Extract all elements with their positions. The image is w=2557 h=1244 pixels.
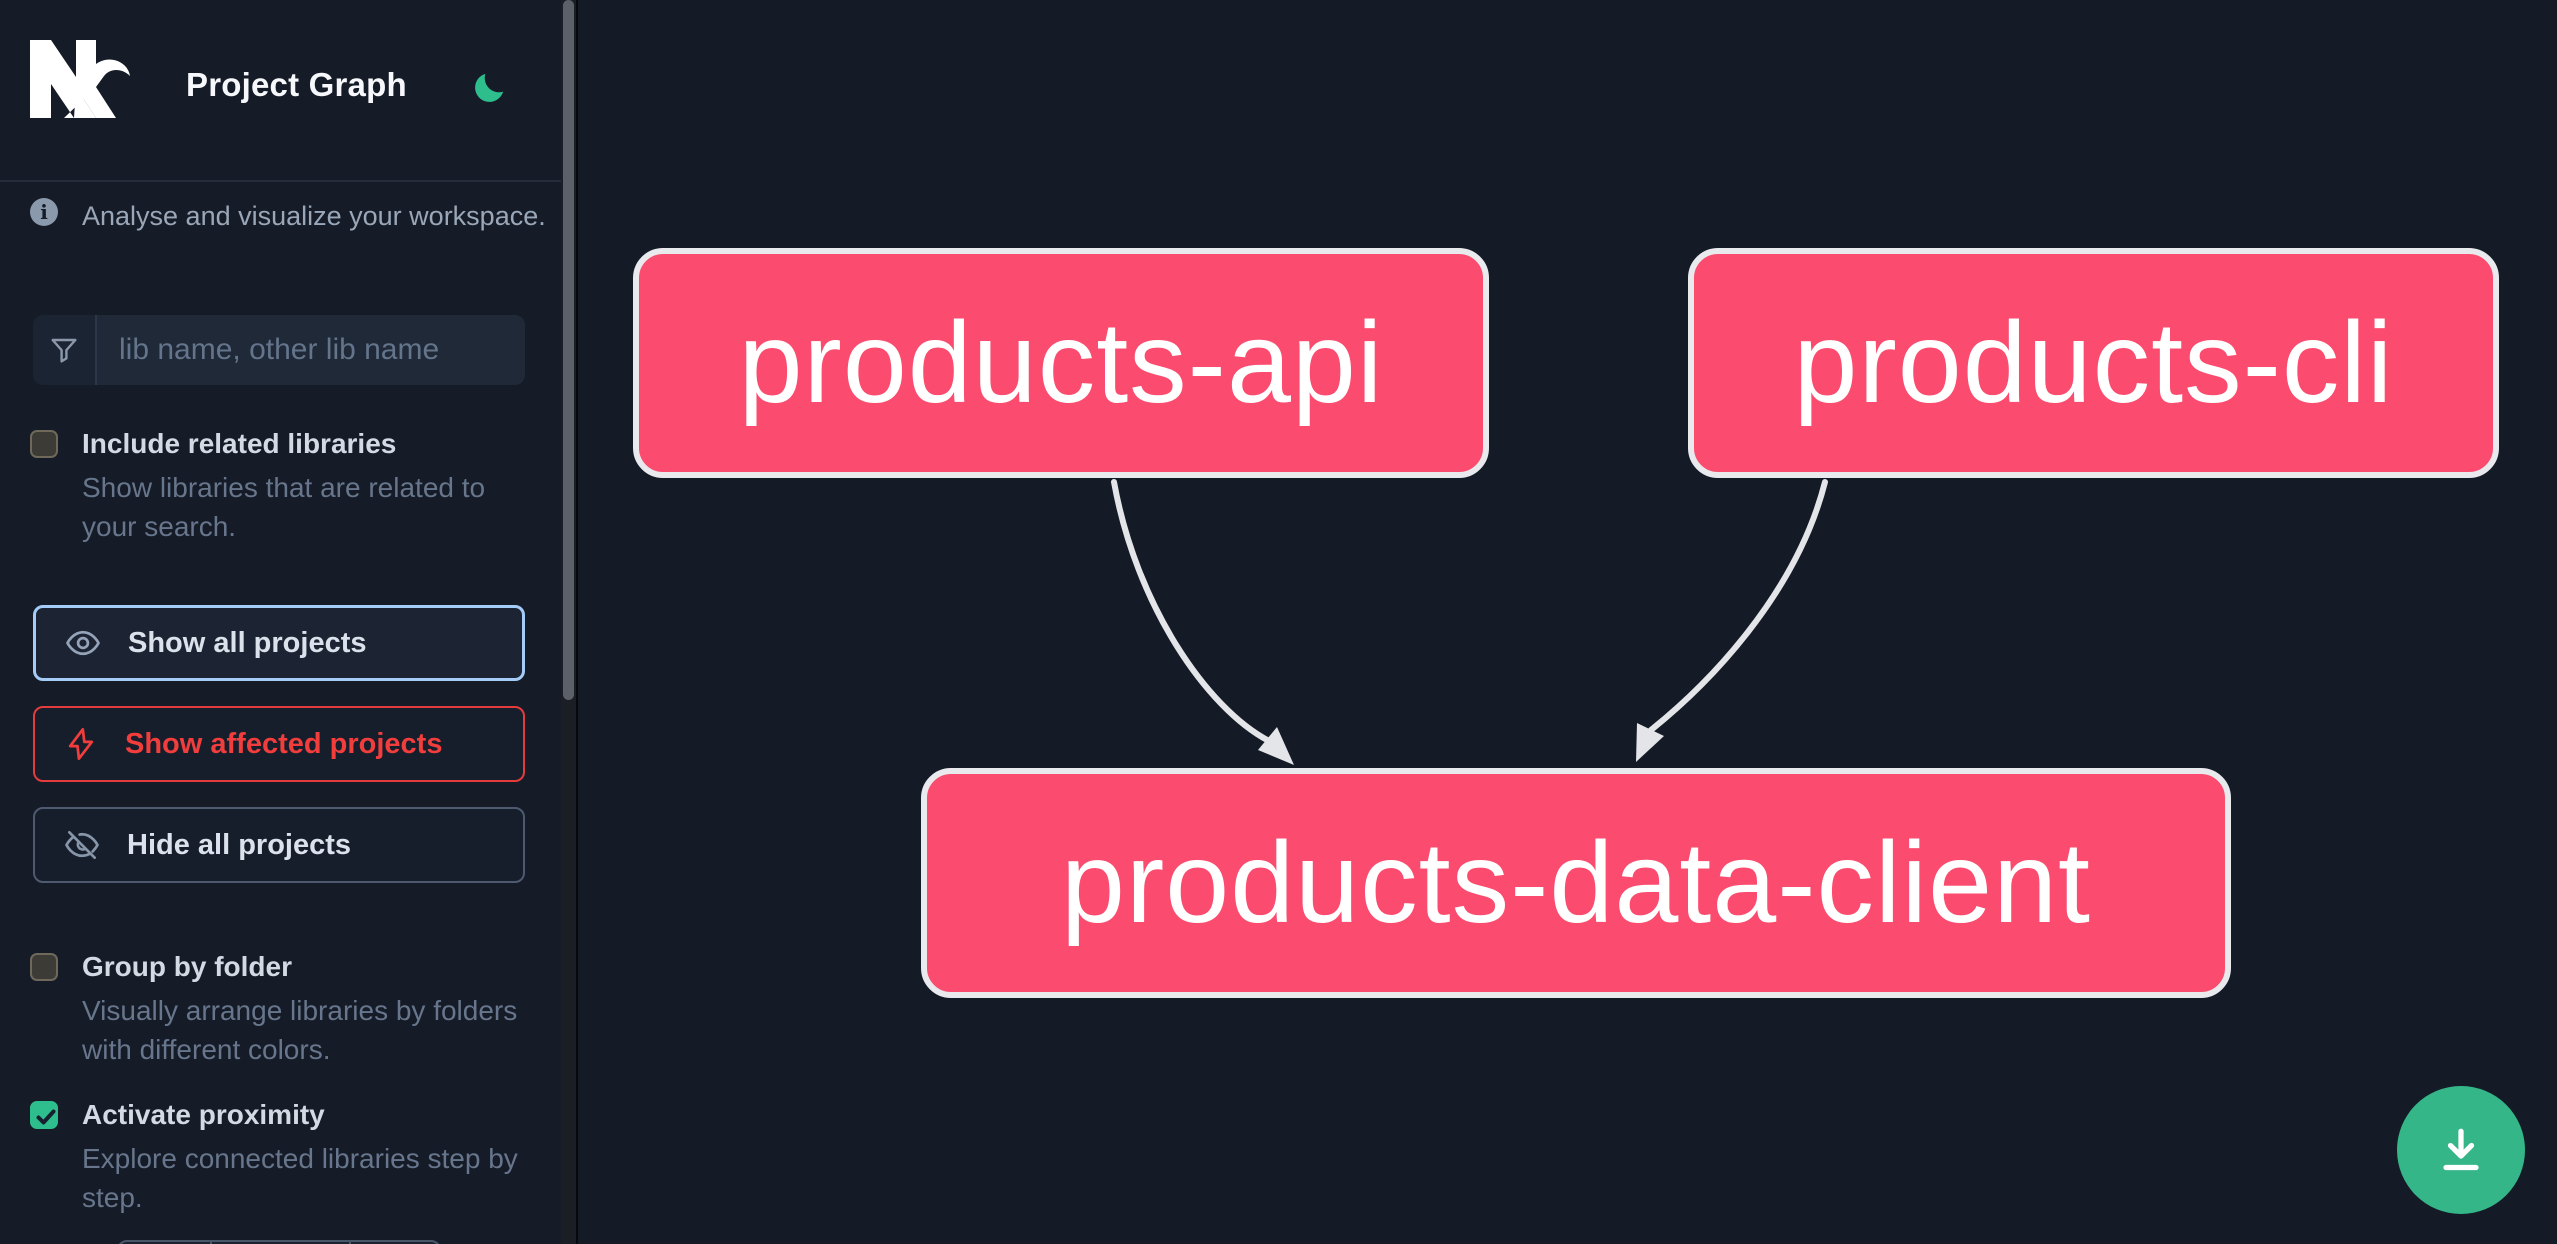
show-affected-projects-label: Show affected projects [125,727,443,760]
info-icon: i [30,198,58,226]
stepper-increment[interactable] [349,1240,441,1244]
download-image-button[interactable] [2397,1086,2525,1214]
header-divider [0,180,561,182]
graph-canvas[interactable]: products-api products-cli products-data-… [578,0,2557,1244]
sidebar-scrollbar[interactable] [561,0,578,1244]
workspace-info: i Analyse and visualize your workspace. [30,198,546,233]
node-label: products-cli [1793,299,2394,427]
activate-proximity-description: Explore connected libraries step by step… [82,1143,518,1213]
arrowhead-icon [1636,723,1664,762]
filter-funnel-icon [33,315,97,385]
theme-toggle-moon-icon[interactable] [468,68,510,108]
search-input[interactable] [97,315,525,385]
graph-node-products-data-client[interactable]: products-data-client [921,768,2231,998]
stepper-decrement[interactable] [117,1240,212,1244]
group-by-folder-setting: Group by folder Visually arrange librari… [30,950,530,1069]
arrowhead-icon [1258,727,1294,765]
eye-off-icon [65,830,99,860]
info-text: Analyse and visualize your workspace. [82,201,546,231]
hide-all-projects-label: Hide all projects [127,828,352,861]
edge-products-cli-to-data-client [1648,479,1828,733]
activate-proximity-checkbox[interactable] [30,1101,58,1129]
show-all-projects-label: Show all projects [128,626,367,659]
node-label: products-api [738,299,1384,427]
hide-all-projects-button[interactable]: Hide all projects [33,807,525,883]
group-by-folder-label[interactable]: Group by folder [82,951,292,982]
node-label: products-data-client [1061,819,2091,947]
scrollbar-thumb[interactable] [563,0,574,700]
edge-products-api-to-data-client [1111,479,1272,744]
group-by-folder-description: Visually arrange libraries by folders wi… [82,995,518,1065]
eye-icon [66,630,100,656]
include-related-label[interactable]: Include related libraries [82,428,397,459]
sidebar: Project Graph i Analyse and visualize yo… [0,0,561,1244]
dependency-edges [1111,479,1828,765]
graph-node-products-cli[interactable]: products-cli [1688,248,2499,478]
download-icon [2443,1128,2479,1171]
include-related-setting: Include related libraries Show libraries… [30,427,530,546]
sidebar-header: Project Graph [0,0,561,180]
nx-logo-icon [30,40,130,118]
show-all-projects-button[interactable]: Show all projects [33,605,525,681]
group-by-folder-checkbox[interactable] [30,953,58,981]
library-filter [33,315,525,385]
lightning-bolt-icon [68,727,94,761]
proximity-depth-stepper[interactable] [117,1240,441,1244]
show-affected-projects-button[interactable]: Show affected projects [33,706,525,782]
include-related-checkbox[interactable] [30,430,58,458]
stepper-value [212,1240,349,1244]
activate-proximity-setting: Activate proximity Explore connected lib… [30,1098,530,1217]
graph-node-products-api[interactable]: products-api [633,248,1489,478]
page-title: Project Graph [186,66,407,103]
include-related-description: Show libraries that are related to your … [82,472,486,542]
activate-proximity-label[interactable]: Activate proximity [82,1099,325,1130]
